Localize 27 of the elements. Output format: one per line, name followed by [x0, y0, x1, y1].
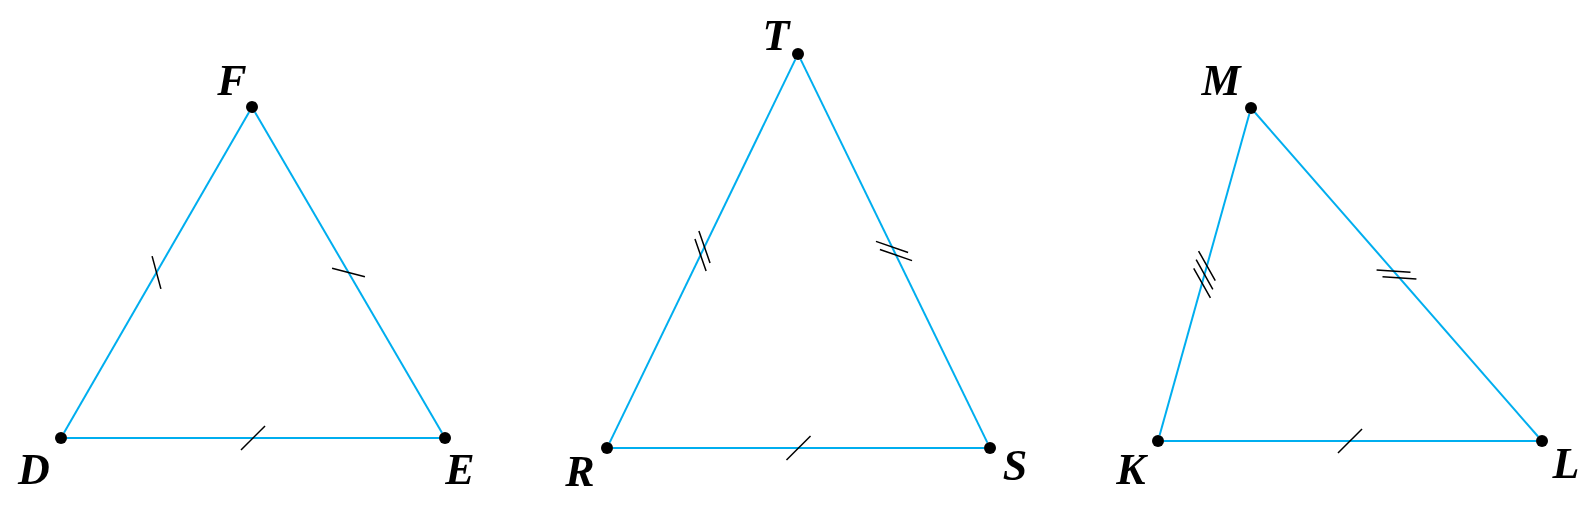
triangle-side [608, 58, 797, 444]
vertex-point [55, 432, 67, 444]
vertex-point [1245, 102, 1257, 114]
vertex-label: S [1002, 444, 1028, 488]
vertex-label: F [217, 59, 247, 103]
vertex-point [792, 48, 804, 60]
vertex-label: D [18, 448, 50, 492]
triangle-side [1253, 111, 1540, 438]
vertex-label: K [1116, 448, 1146, 492]
triangle-side [1158, 112, 1251, 437]
vertex-label: L [1552, 442, 1580, 486]
vertex-point [246, 101, 258, 113]
triangle-side [799, 58, 989, 444]
vertex-point [1152, 435, 1164, 447]
vertex-label: T [762, 14, 790, 58]
triangle-side [1163, 440, 1537, 442]
vertex-label: R [565, 450, 595, 494]
triangle-side [612, 447, 985, 449]
triangle-side [66, 437, 440, 439]
vertex-point [601, 442, 613, 454]
triangle-side [254, 111, 443, 434]
vertex-point [1536, 435, 1548, 447]
vertex-point [439, 432, 451, 444]
triangle-side [63, 111, 250, 434]
vertex-point [984, 442, 996, 454]
vertex-label: E [445, 448, 475, 492]
vertex-label: M [1201, 59, 1241, 103]
